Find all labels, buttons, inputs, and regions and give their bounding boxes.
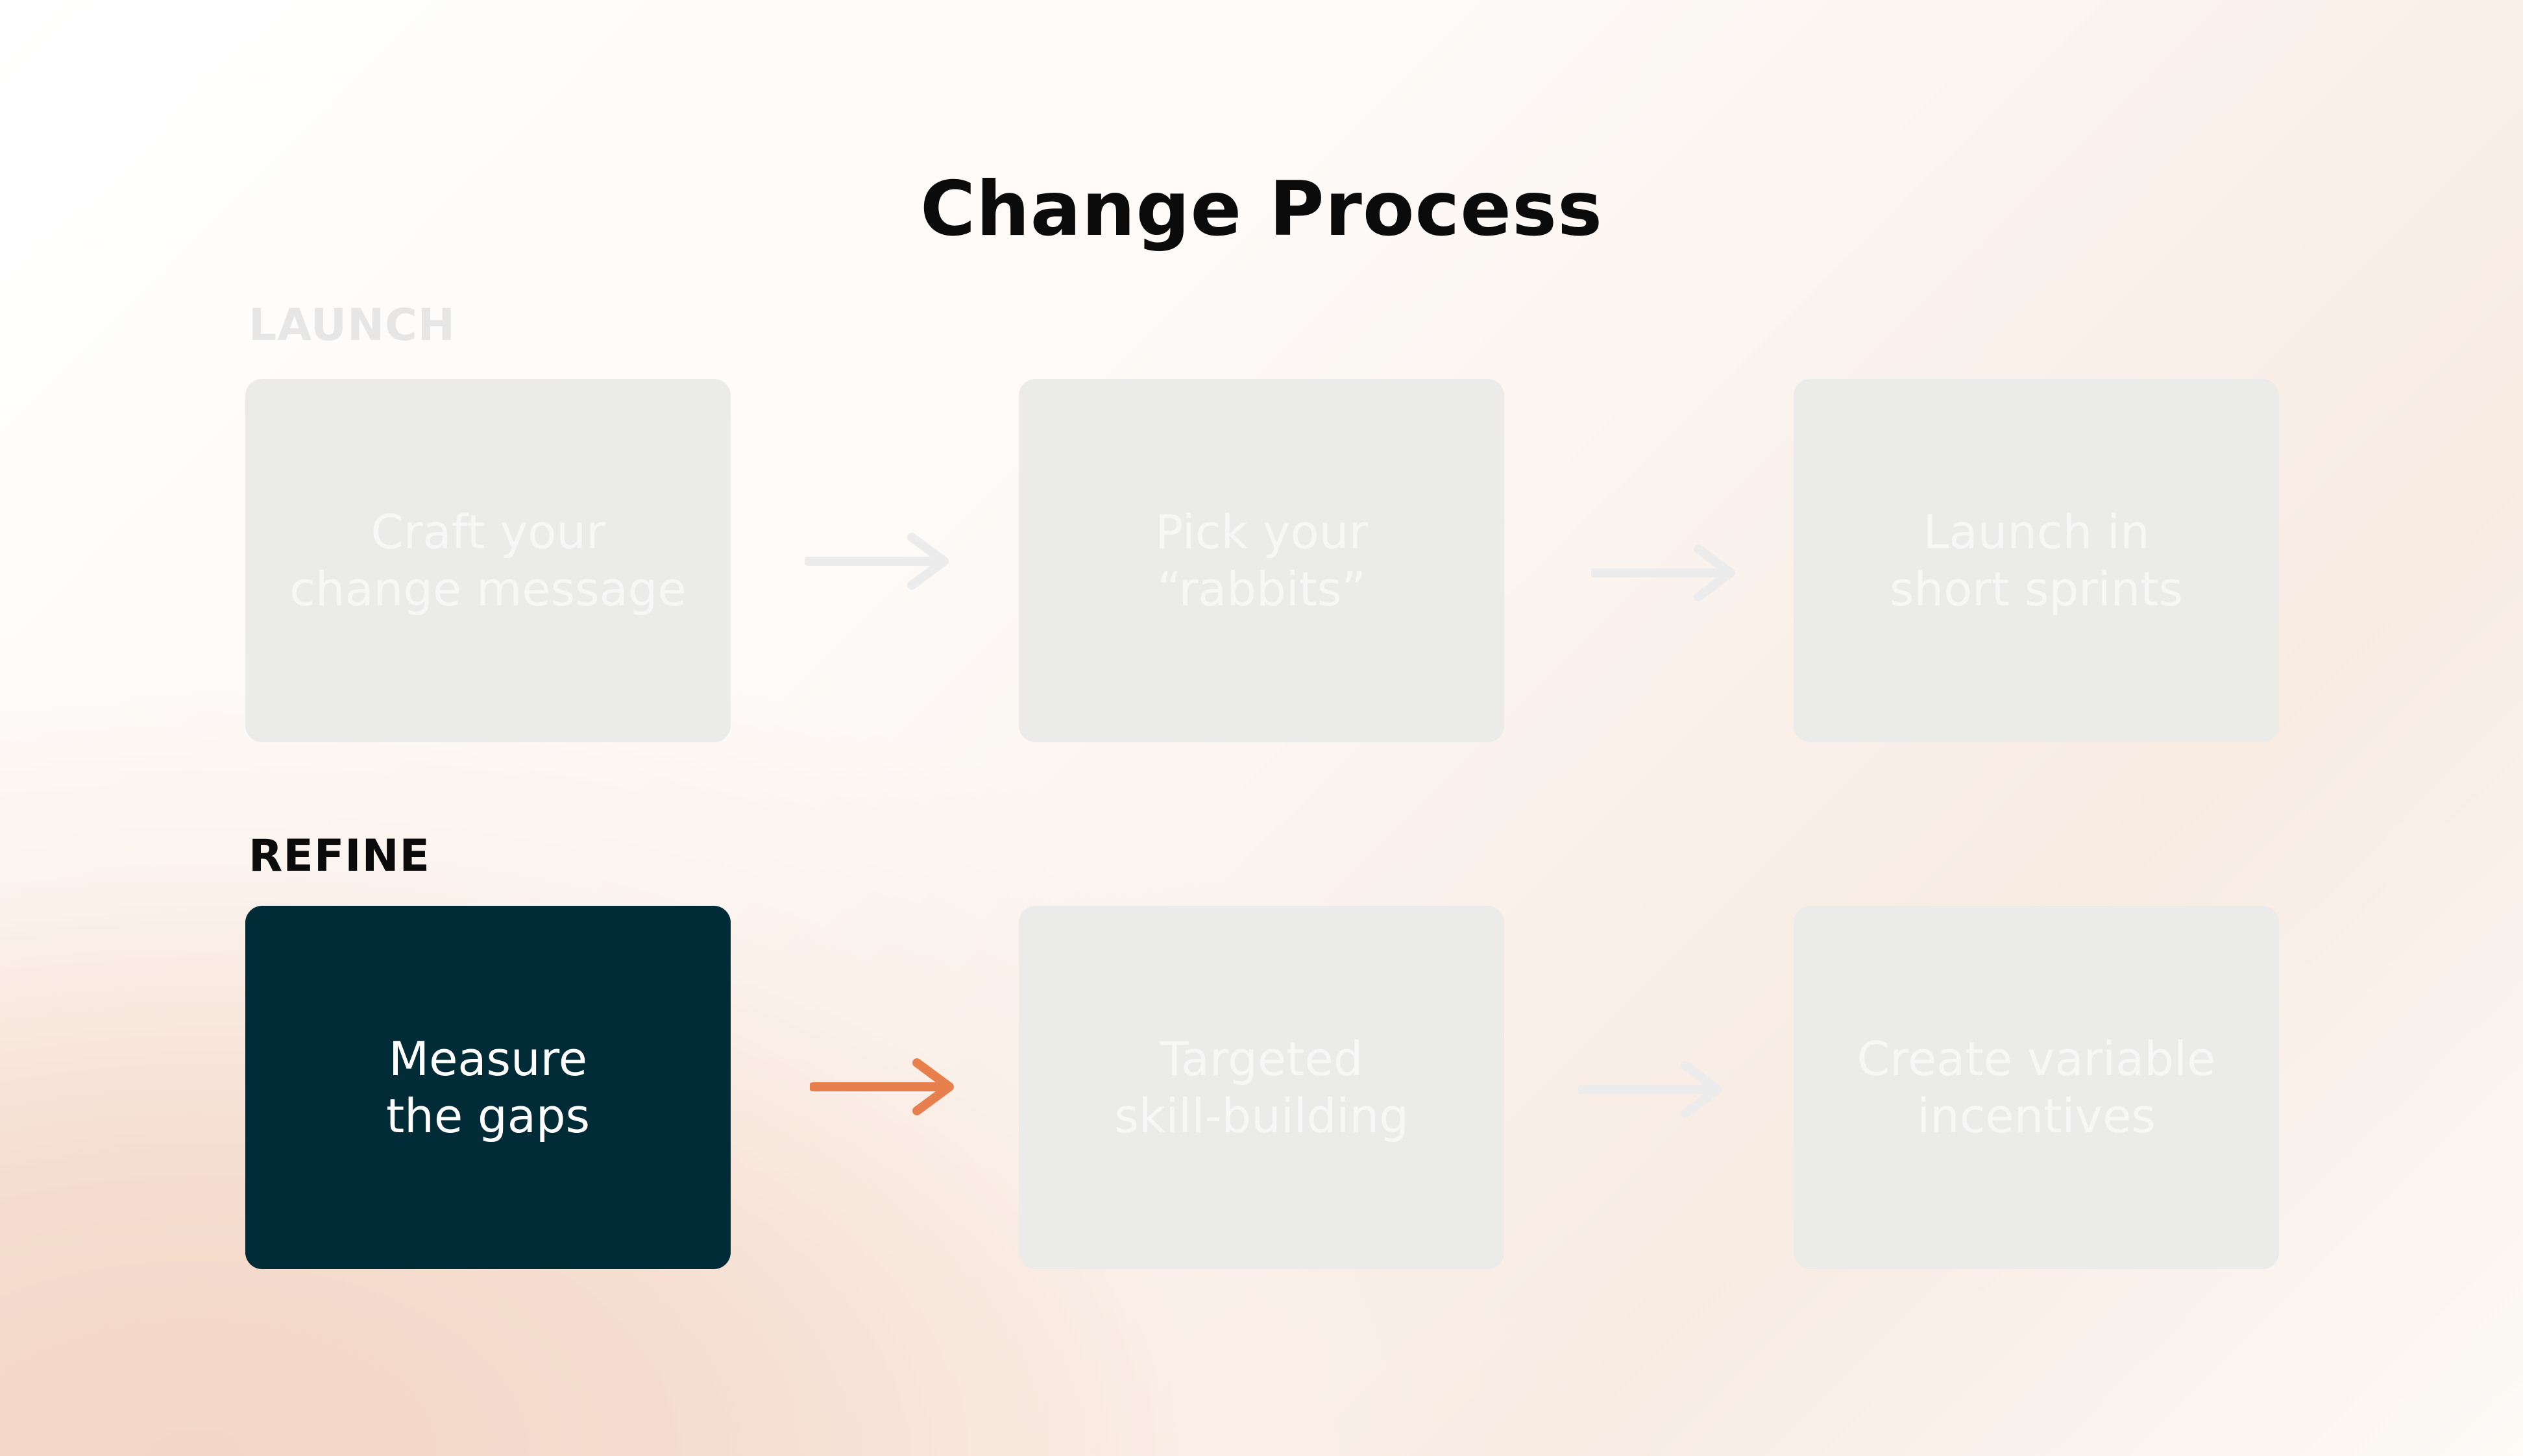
step-label: Craft your change message [289, 505, 687, 616]
section-label-refine: REFINE [249, 831, 430, 882]
step-card-skill-building: Targeted skill-building [1019, 906, 1504, 1269]
diagram-title: Change Process [920, 165, 1603, 253]
step-card-variable-incentives: Create variable incentives [1794, 906, 2279, 1269]
arrow-right-icon [805, 533, 949, 590]
step-card-launch-sprints: Launch in short sprints [1794, 379, 2279, 742]
step-label: Pick your “rabbits” [1155, 505, 1368, 616]
step-label: Measure the gaps [385, 1032, 591, 1143]
arrow-right-icon [1578, 1061, 1722, 1118]
section-label-launch: LAUNCH [249, 300, 456, 351]
step-card-craft-message: Craft your change message [245, 379, 731, 742]
step-card-measure-gaps: Measure the gaps [245, 906, 731, 1269]
step-label: Launch in short sprints [1889, 505, 2184, 616]
arrow-right-icon [810, 1058, 954, 1115]
step-label: Create variable incentives [1857, 1032, 2216, 1143]
step-label: Targeted skill-building [1114, 1032, 1409, 1143]
step-card-pick-rabbits: Pick your “rabbits” [1019, 379, 1504, 742]
arrow-right-icon [1591, 544, 1735, 601]
